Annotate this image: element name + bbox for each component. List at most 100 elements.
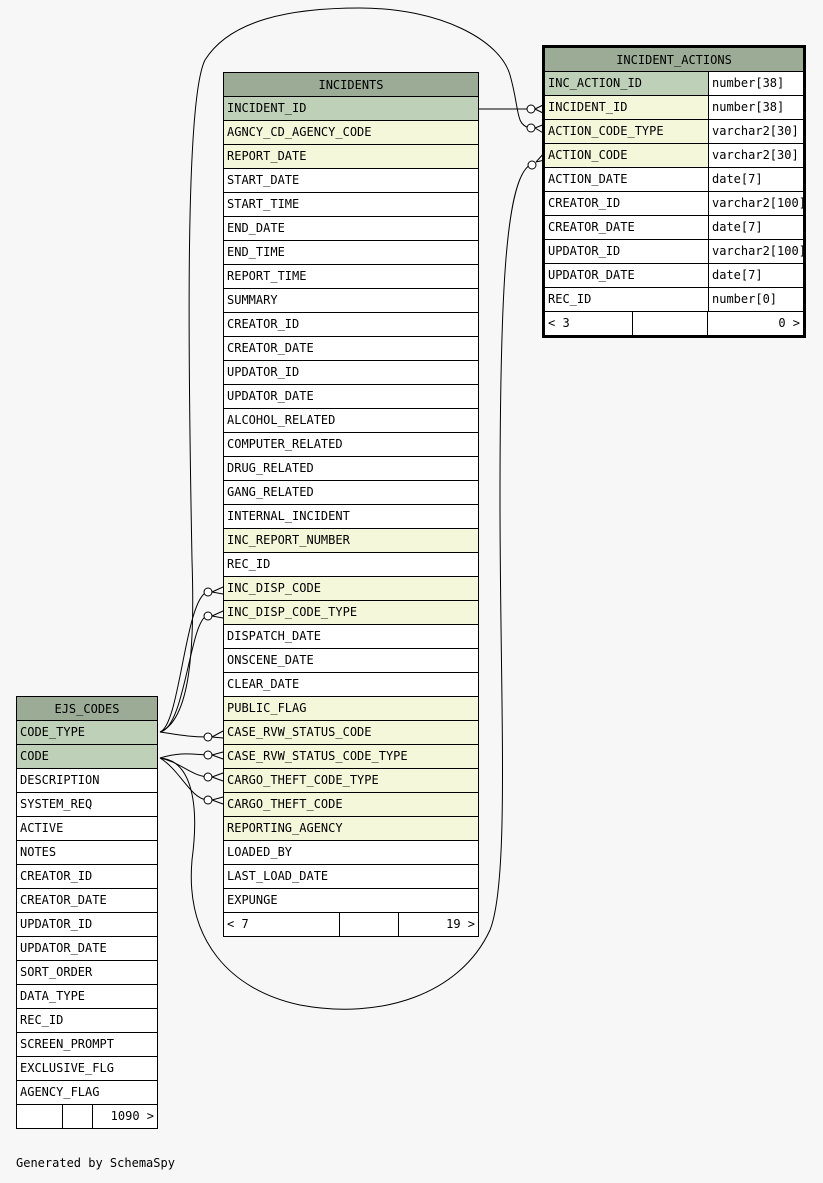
- column-name: UPDATOR_ID: [227, 365, 300, 379]
- footer-middle: [62, 1105, 93, 1128]
- column-row[interactable]: REPORT_TIME: [224, 265, 478, 289]
- column-row[interactable]: LOADED_BY: [224, 841, 478, 865]
- column-row[interactable]: CREATOR_ID: [17, 865, 157, 889]
- column-row[interactable]: CREATOR_DATE: [224, 337, 478, 361]
- column-row[interactable]: START_TIME: [224, 193, 478, 217]
- column-row[interactable]: EXPUNGE: [224, 889, 478, 913]
- column-row[interactable]: END_DATE: [224, 217, 478, 241]
- column-row[interactable]: SCREEN_PROMPT: [17, 1033, 157, 1057]
- column-row[interactable]: DISPATCH_DATE: [224, 625, 478, 649]
- fk-line-inc-disp-code-type: [159, 615, 208, 733]
- column-row[interactable]: AGENCY_FLAG: [17, 1081, 157, 1105]
- column-row[interactable]: CASE_RVW_STATUS_CODE_TYPE: [224, 745, 478, 769]
- column-row[interactable]: INTERNAL_INCIDENT: [224, 505, 478, 529]
- column-row[interactable]: INC_REPORT_NUMBER: [224, 529, 478, 553]
- column-type: number[38]: [708, 72, 803, 95]
- children-count[interactable]: 19 >: [446, 917, 475, 931]
- column-type: date[7]: [708, 264, 803, 287]
- parents-count[interactable]: < 3: [548, 316, 570, 330]
- table-title[interactable]: INCIDENTS: [224, 73, 478, 97]
- column-row[interactable]: UPDATOR_DATE: [224, 385, 478, 409]
- column-row[interactable]: ACTIVE: [17, 817, 157, 841]
- column-row[interactable]: DRUG_RELATED: [224, 457, 478, 481]
- column-row[interactable]: LAST_LOAD_DATE: [224, 865, 478, 889]
- column-row[interactable]: UPDATOR_ID: [224, 361, 478, 385]
- column-type: varchar2[100]: [708, 192, 803, 215]
- column-row[interactable]: UPDATOR_ID: [17, 913, 157, 937]
- column-row[interactable]: ONSCENE_DATE: [224, 649, 478, 673]
- children-count[interactable]: 0 >: [778, 316, 800, 330]
- column-row[interactable]: SUMMARY: [224, 289, 478, 313]
- column-name: END_TIME: [227, 245, 285, 259]
- column-row[interactable]: UPDATOR_DATE: [17, 937, 157, 961]
- column-row[interactable]: GANG_RELATED: [224, 481, 478, 505]
- column-row[interactable]: REPORTING_AGENCY: [224, 817, 478, 841]
- parents-count[interactable]: < 7: [227, 917, 249, 931]
- column-name: CODE: [17, 745, 157, 768]
- column-name: NOTES: [20, 845, 57, 859]
- column-row[interactable]: NOTES: [17, 841, 157, 865]
- column-row[interactable]: CODE: [17, 745, 157, 769]
- children-count[interactable]: 1090 >: [110, 1109, 154, 1123]
- column-type: varchar2[30]: [708, 144, 803, 167]
- column-row[interactable]: SORT_ORDER: [17, 961, 157, 985]
- table-title[interactable]: EJS_CODES: [17, 697, 157, 721]
- table-title[interactable]: INCIDENT_ACTIONS: [545, 48, 803, 72]
- column-name: INC_DISP_CODE: [224, 577, 478, 600]
- column-row[interactable]: REPORT_DATE: [224, 145, 478, 169]
- column-row[interactable]: END_TIME: [224, 241, 478, 265]
- column-name: END_DATE: [227, 221, 285, 235]
- parents-count[interactable]: [17, 1105, 62, 1128]
- column-name: UPDATOR_DATE: [20, 941, 107, 955]
- column-row[interactable]: PUBLIC_FLAG: [224, 697, 478, 721]
- column-name: UPDATOR_ID: [548, 244, 621, 258]
- column-row[interactable]: COMPUTER_RELATED: [224, 433, 478, 457]
- column-row[interactable]: CARGO_THEFT_CODE_TYPE: [224, 769, 478, 793]
- column-name: UPDATOR_DATE: [548, 268, 635, 282]
- column-name: ACTIVE: [20, 821, 64, 835]
- column-row[interactable]: ALCOHOL_RELATED: [224, 409, 478, 433]
- column-row[interactable]: REC_ID: [224, 553, 478, 577]
- column-row[interactable]: INC_DISP_CODE: [224, 577, 478, 601]
- column-row[interactable]: CARGO_THEFT_CODE: [224, 793, 478, 817]
- column-row[interactable]: UPDATOR_DATE date[7]: [545, 264, 803, 288]
- optional-marker: [526, 123, 536, 133]
- column-row[interactable]: SYSTEM_REQ: [17, 793, 157, 817]
- column-row[interactable]: DATA_TYPE: [17, 985, 157, 1009]
- column-row[interactable]: CREATOR_DATE: [17, 889, 157, 913]
- column-name: GANG_RELATED: [227, 485, 314, 499]
- column-row[interactable]: START_DATE: [224, 169, 478, 193]
- column-row[interactable]: EXCLUSIVE_FLG: [17, 1057, 157, 1081]
- column-name: DESCRIPTION: [20, 773, 100, 787]
- column-row[interactable]: CLEAR_DATE: [224, 673, 478, 697]
- column-row[interactable]: REC_ID: [17, 1009, 157, 1033]
- column-row[interactable]: DESCRIPTION: [17, 769, 157, 793]
- column-name: LAST_LOAD_DATE: [227, 869, 329, 883]
- column-row[interactable]: INCIDENT_ID: [224, 97, 478, 121]
- column-row[interactable]: CREATOR_ID: [224, 313, 478, 337]
- column-row[interactable]: CASE_RVW_STATUS_CODE: [224, 721, 478, 745]
- crowfoot-marker: [211, 586, 224, 595]
- column-row[interactable]: INC_DISP_CODE_TYPE: [224, 601, 478, 625]
- fk-line-inc-disp-code: [159, 591, 208, 733]
- column-name: AGNCY_CD_AGENCY_CODE: [224, 121, 478, 144]
- column-name: INC_DISP_CODE_TYPE: [224, 601, 478, 624]
- column-name: DISPATCH_DATE: [227, 629, 321, 643]
- column-row[interactable]: AGNCY_CD_AGENCY_CODE: [224, 121, 478, 145]
- column-row[interactable]: CODE_TYPE: [17, 721, 157, 745]
